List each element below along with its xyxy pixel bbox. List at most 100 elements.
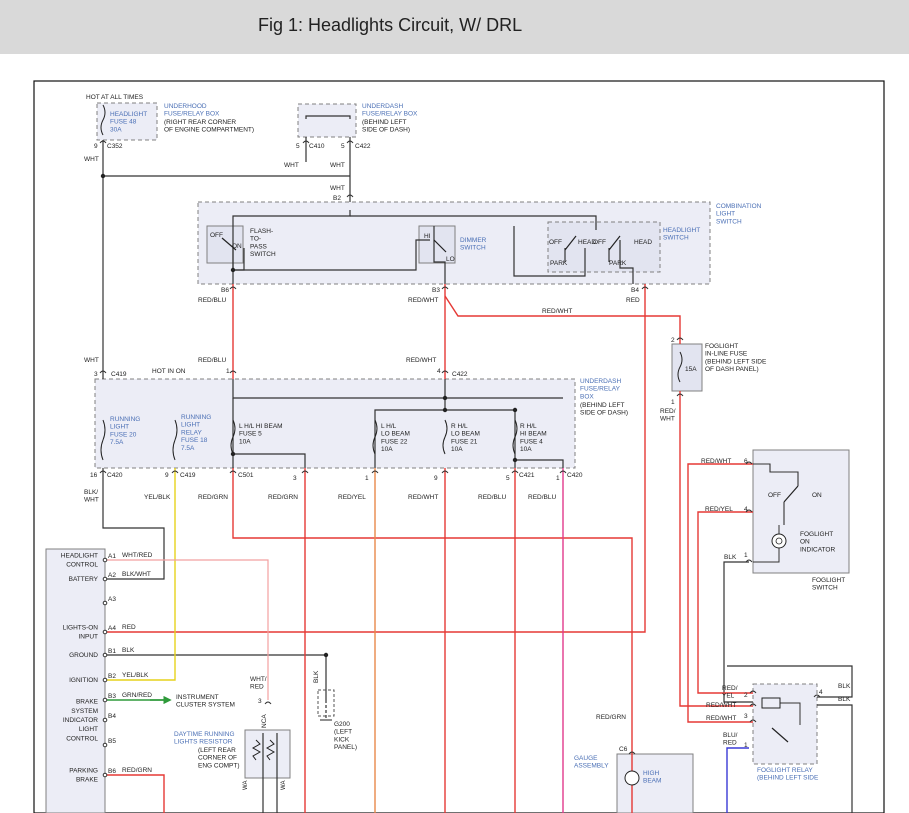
diagram-label: B5 <box>108 738 116 745</box>
diagram-label: INPUT <box>79 634 99 641</box>
connector-pin <box>346 140 354 144</box>
diagram-label: HOT AT ALL TIMES <box>86 94 144 101</box>
diagram-label: RED/WHT <box>701 458 731 465</box>
diagram-label: SWITCH <box>250 251 276 258</box>
diagram-label: 10A <box>381 446 393 453</box>
diagram-label: WHT <box>84 156 99 163</box>
wire-dimmer <box>433 226 446 284</box>
diagram-label: IGNITION <box>69 677 98 684</box>
diagram-label: 9 <box>165 472 169 479</box>
module-pin <box>102 717 108 723</box>
diagram-label: OF ENGINE COMPARTMENT) <box>164 127 254 134</box>
diagram-label: 5 <box>296 143 300 150</box>
wire-underdash-top <box>305 115 351 119</box>
diagram-label: (RIGHT REAR CORNER <box>164 119 236 126</box>
diagram-label: FUSE 22 <box>381 438 408 445</box>
diagram-label: WHT <box>330 185 345 192</box>
diagram-label: INSTRUMENT <box>176 694 219 701</box>
headlight-fuse-box <box>96 102 158 141</box>
diagram-label: UNDERDASH <box>362 103 403 110</box>
wire-blkwht-battery <box>102 468 165 580</box>
diagram-label: RED <box>250 684 264 691</box>
wire-relay-blk2 <box>817 704 853 813</box>
diagram-label: FUSE/RELAY BOX <box>164 111 220 118</box>
diagram-label: 30A <box>110 126 122 133</box>
wire-yel-blk <box>105 468 176 681</box>
diagram-label: RED/BLU <box>528 494 556 501</box>
diagram-label: RED/WHT <box>408 494 438 501</box>
diagram-label: ON <box>812 492 822 499</box>
diagram-label: L H/L <box>381 423 397 430</box>
wire-red-wht-switch <box>687 463 753 723</box>
diagram-label: RED <box>723 740 737 747</box>
diagram-label: HEAD <box>578 239 596 246</box>
diagram-label: FLASH- <box>250 228 273 235</box>
diagram-label: LIGHT <box>181 422 200 429</box>
diagram-label: FUSE/RELAY BOX <box>362 111 418 118</box>
diagram-label: L H/L HI BEAM <box>239 423 283 430</box>
diagram-label: 1 <box>671 399 675 406</box>
diagram-label: A1 <box>108 553 116 560</box>
diagram-label: FUSE 21 <box>451 438 478 445</box>
diagram-label: C501 <box>238 472 254 479</box>
running-light-fuse-20 <box>100 419 106 461</box>
headlight-fuse-48 <box>100 104 106 136</box>
diagram-label: PARK <box>550 260 568 267</box>
diagram-label: GAUGE <box>574 755 598 762</box>
diagram-label: 3 <box>94 371 98 378</box>
diagram-label: RELAY <box>181 429 202 436</box>
g200-blk-label: BLK <box>313 670 320 683</box>
wire-lhi-c501 <box>233 453 306 468</box>
nca-label: NCA <box>261 714 268 728</box>
diagram-label: RED/WHT <box>706 702 736 709</box>
connector-pin <box>346 194 354 198</box>
diagram-label: C419 <box>111 371 127 378</box>
diagram-label: RED/WHT <box>408 297 438 304</box>
diagram-label: B4 <box>631 287 639 294</box>
diagram-label: BLK/WHT <box>122 571 151 578</box>
diagram-label: DAYTIME RUNNING <box>174 731 235 738</box>
diagram-label: FOGLIGHT <box>812 577 845 584</box>
diagram-label: FOGLIGHT <box>800 531 833 538</box>
diagram-label: R H/L <box>520 423 537 430</box>
diagram-label: BRAKE <box>76 777 99 784</box>
diagram-label: B6 <box>221 287 229 294</box>
diagram-label: RED/WHT <box>706 715 736 722</box>
diagram-label: LIGHT <box>79 726 98 733</box>
diagram-label: INDICATOR <box>63 717 98 724</box>
wire-red-lights-on <box>105 284 646 633</box>
diagram-label: 3 <box>258 698 262 705</box>
connector-pin <box>229 370 237 374</box>
diagram-label: COMBINATION <box>716 203 762 210</box>
diagram-label: OFF <box>549 239 562 246</box>
diagram-label: ENG COMPT) <box>198 762 240 769</box>
connector-pin <box>371 470 379 474</box>
connector-pin <box>441 370 449 374</box>
diagram-label: WHT <box>330 162 345 169</box>
diagram-label: BRAKE <box>76 699 99 706</box>
diagram-label: RED/WHT <box>406 357 436 364</box>
diagram-label: RED/YEL <box>338 494 366 501</box>
wire-red-wht-relay <box>679 391 753 707</box>
dimmer-switch-blade <box>433 239 447 253</box>
g200-ground-box <box>317 689 335 717</box>
diagram-label: BLU/ <box>723 732 738 739</box>
diagram-label: SIDE OF DASH) <box>362 127 410 134</box>
diagram-label: 16 <box>90 472 98 479</box>
diagram-label: HI <box>424 233 431 240</box>
diagram-label: HIGH <box>643 770 660 777</box>
diagram-label: WHT <box>284 162 299 169</box>
diagram-label: 10A <box>451 446 463 453</box>
diagram-label: 4 <box>744 506 748 513</box>
diagram-label: LO <box>446 256 455 263</box>
diagram-label: BOX <box>580 393 594 400</box>
relay-contact <box>771 727 789 743</box>
foglight-fuse-box <box>671 343 703 392</box>
diagram-label: (BEHIND LEFT <box>362 119 406 126</box>
diagram-label: RED/YEL <box>705 506 733 513</box>
relay-internal <box>780 702 801 725</box>
diagram-label: HEADLIGHT <box>663 227 700 234</box>
diagram-label: WHT <box>660 416 675 423</box>
diagram-label: RED/BLU <box>198 357 226 364</box>
